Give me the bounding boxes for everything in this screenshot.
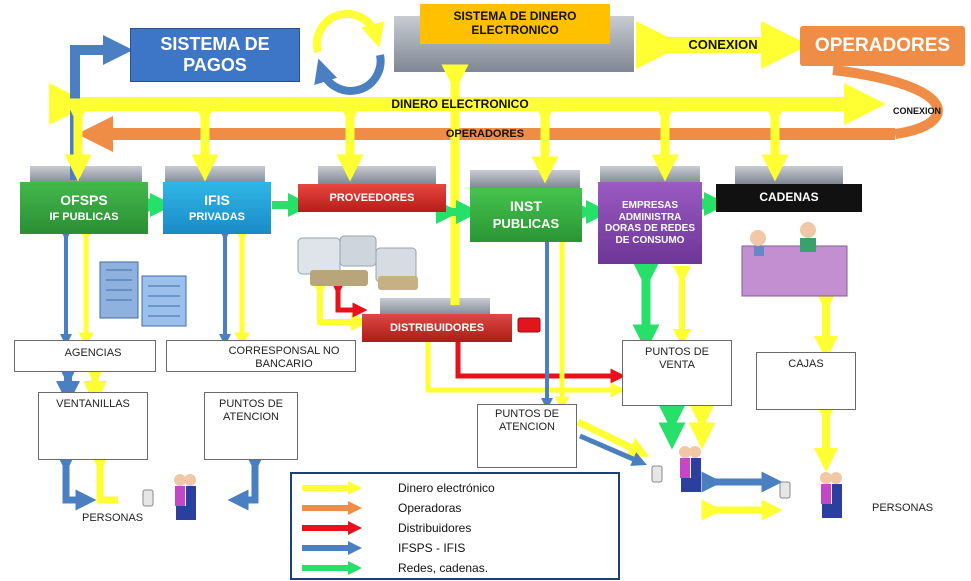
legend-label: Redes, cadenas. bbox=[398, 561, 489, 575]
legend-arrow-icon bbox=[302, 521, 362, 535]
legend-label: Dinero electrónico bbox=[398, 481, 495, 495]
legend-item: Operadoras bbox=[300, 499, 461, 517]
proveedores-label: PROVEEDORES bbox=[329, 191, 415, 204]
legend-arrow-icon bbox=[302, 561, 362, 575]
cycle-icon bbox=[312, 9, 385, 95]
dinero-electronico-band-label: DINERO ELECTRONICO bbox=[391, 97, 529, 111]
puntos-atencion-1-box bbox=[204, 392, 298, 460]
ventanillas-box bbox=[38, 392, 148, 460]
ventanillas-label: VENTANILLAS bbox=[56, 398, 130, 410]
cajas-box bbox=[756, 352, 856, 410]
empresas-label: EMPRESAS ADMINISTRA DORAS DE REDES DE CO… bbox=[604, 200, 695, 246]
persons-left-icon bbox=[174, 474, 196, 520]
sistema-dinero-box: SISTEMA DE DINERO ELECTRONICO bbox=[420, 4, 610, 44]
operadores-band-label: OPERADORES bbox=[445, 128, 525, 140]
conexion-right-label: CONEXION bbox=[893, 106, 942, 116]
personas-right-label: PERSONAS bbox=[872, 502, 934, 514]
persons-middle-icon bbox=[679, 446, 701, 492]
legend-label: IFSPS - IFIS bbox=[398, 541, 466, 555]
puntos-venta-box bbox=[622, 340, 732, 406]
puntos-venta-label: PUNTOS DE VENTA bbox=[645, 346, 709, 371]
legend-arrow-icon bbox=[302, 541, 362, 555]
distribuidores-box: DISTRIBUIDORES bbox=[362, 314, 512, 342]
redes-links bbox=[138, 192, 728, 450]
inst-publicas-box: INST PUBLICAS bbox=[470, 188, 582, 242]
ofsps-label: OFSPS bbox=[60, 192, 108, 209]
corresponsal-label: CORRESPONSAL NO BANCARIO bbox=[228, 345, 340, 370]
ifis-label: IFIS bbox=[204, 192, 230, 209]
supply-chain-illustration bbox=[297, 235, 418, 290]
cajas-label: CAJAS bbox=[788, 358, 824, 370]
legend-arrow-icon bbox=[302, 481, 362, 495]
cadenas-box: CADENAS bbox=[716, 184, 862, 212]
puntos-atencion-2-box bbox=[477, 404, 577, 468]
ofsps-sub-label: IF PUBLICAS bbox=[49, 211, 119, 224]
left-column-arrows bbox=[55, 227, 266, 511]
office-buildings-illustration bbox=[99, 261, 187, 327]
corresponsal-box bbox=[166, 340, 356, 372]
operadores-box: OPERADORES bbox=[800, 26, 965, 66]
empresas-box: EMPRESAS ADMINISTRA DORAS DE REDES DE CO… bbox=[598, 182, 702, 264]
middle-connectors bbox=[311, 232, 838, 521]
puntos-atencion-1-label: PUNTOS DE ATENCION bbox=[219, 398, 283, 423]
ofsps-box: OFSPS IF PUBLICAS bbox=[20, 182, 148, 234]
legend-item: Redes, cadenas. bbox=[300, 559, 488, 577]
proveedores-box: PROVEEDORES bbox=[298, 184, 446, 212]
shop-illustration bbox=[741, 222, 848, 297]
sistema-pagos-box: SISTEMA DE PAGOS bbox=[130, 28, 300, 82]
legend-item: Distribuidores bbox=[300, 519, 471, 537]
inst-sub-label: PUBLICAS bbox=[492, 215, 560, 231]
puntos-atencion-2-label: PUNTOS DE ATENCION bbox=[495, 408, 559, 433]
sistema-dinero-label: SISTEMA DE DINERO ELECTRONICO bbox=[453, 9, 577, 37]
persons-right-icon bbox=[820, 472, 842, 518]
conexion-top-label: CONEXION bbox=[688, 37, 758, 52]
ifis-sub-label: PRIVADAS bbox=[188, 211, 246, 224]
legend-item: IFSPS - IFIS bbox=[300, 539, 465, 557]
operadores-label: OPERADORES bbox=[814, 35, 951, 57]
band-drop-arrows bbox=[64, 64, 789, 305]
legend-label: Operadoras bbox=[398, 501, 462, 515]
inst-label: INST bbox=[510, 198, 542, 215]
legend-label: Distribuidores bbox=[398, 521, 472, 535]
agencias-box bbox=[14, 340, 156, 372]
personas-left-label: PERSONAS bbox=[82, 512, 144, 524]
cadenas-label: CADENAS bbox=[759, 190, 819, 205]
legend-item: Dinero electrónico bbox=[300, 479, 495, 497]
distribuidores-label: DISTRIBUIDORES bbox=[389, 321, 485, 334]
legend-arrow-icon bbox=[302, 501, 362, 515]
agencias-label: AGENCIAS bbox=[64, 347, 122, 359]
sistema-pagos-label: SISTEMA DE PAGOS bbox=[160, 34, 270, 75]
ifis-box: IFIS PRIVADAS bbox=[163, 182, 271, 234]
